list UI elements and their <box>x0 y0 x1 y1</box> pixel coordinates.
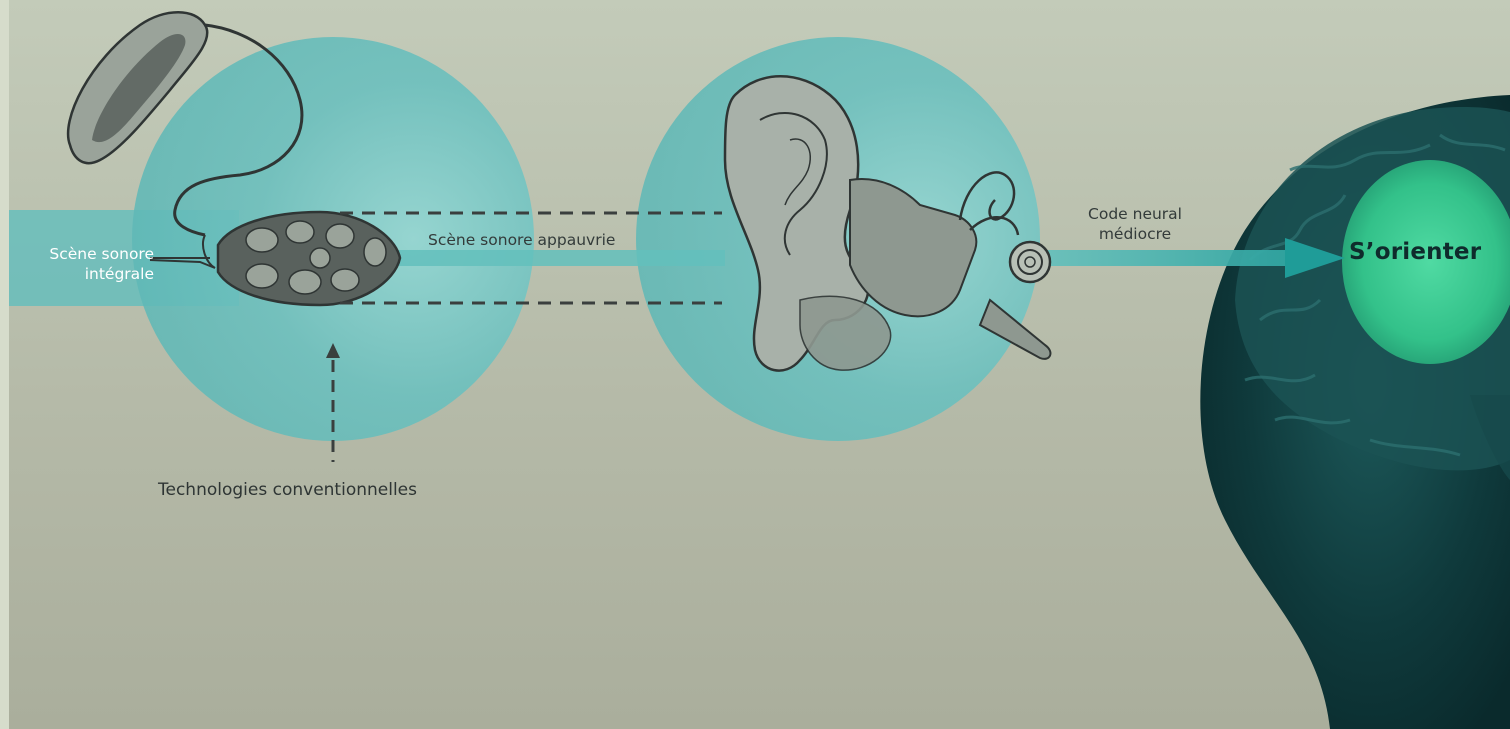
poor-sound-scene-label: Scène sonore appauvrie <box>428 230 615 250</box>
full-sound-scene-line1: Scène sonore <box>14 244 154 264</box>
poor-sound-stream <box>395 250 725 266</box>
full-sound-scene-line2: intégrale <box>14 264 154 284</box>
conventional-technologies-label: Technologies conventionnelles <box>158 480 417 500</box>
neural-code-line1: Code neural <box>1065 204 1205 224</box>
neural-code-stream <box>1040 250 1300 266</box>
neural-code-label: Code neural médiocre <box>1065 204 1205 244</box>
full-sound-scene-label: Scène sonore intégrale <box>14 244 154 284</box>
dashed-up-arrow <box>326 343 340 462</box>
neural-code-line2: médiocre <box>1065 224 1205 244</box>
ear-anatomy-icon <box>725 76 1050 370</box>
brain-icon <box>1200 95 1510 729</box>
orient-task-label: S’orienter <box>1349 239 1481 265</box>
